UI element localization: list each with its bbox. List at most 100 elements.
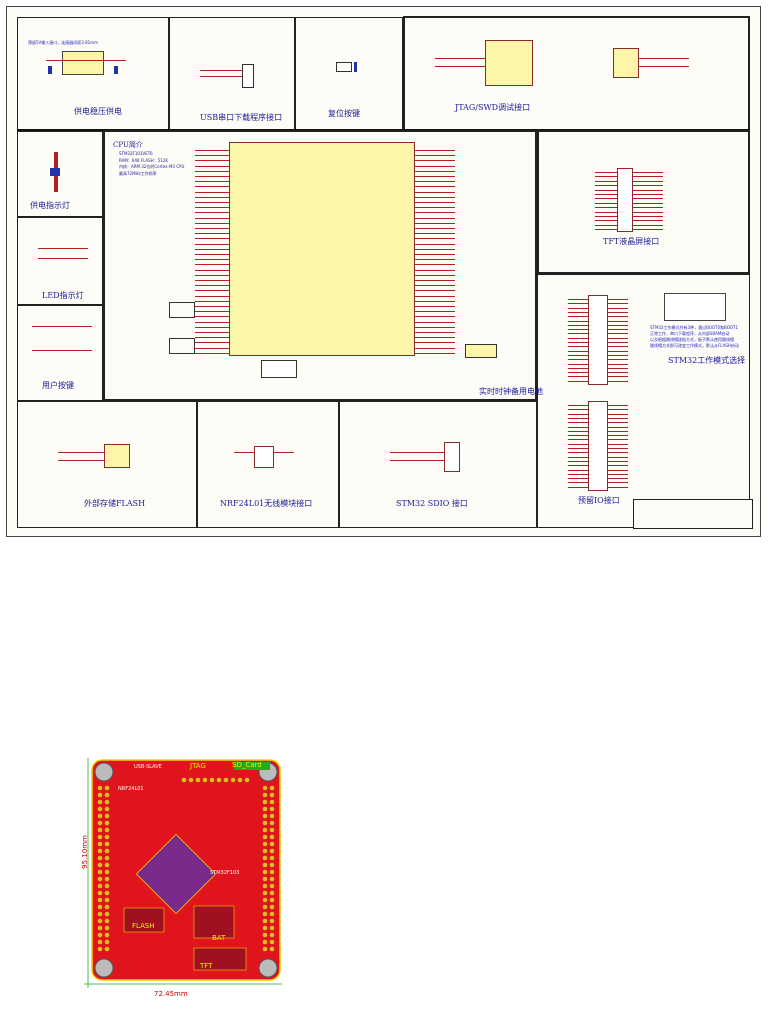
pin-line <box>195 326 229 328</box>
pin-line <box>568 439 588 441</box>
pin-line <box>568 311 588 313</box>
pcb-pin <box>104 848 110 854</box>
pin-line <box>608 439 628 441</box>
tft-connector <box>617 168 633 232</box>
pin-line <box>608 435 628 437</box>
sdio-wire <box>390 460 444 461</box>
pin-line <box>415 165 455 167</box>
mounting-hole <box>94 958 114 978</box>
pcb-tft-area <box>193 947 247 971</box>
pcb-pin <box>262 876 268 882</box>
pin-line <box>608 346 628 348</box>
power-label: 供电稳压供电 <box>74 107 122 116</box>
pcb-pin <box>104 869 110 875</box>
pin-line <box>195 228 229 229</box>
pcb-pin <box>269 785 275 791</box>
pin-line <box>608 482 628 484</box>
pin-line <box>633 216 663 217</box>
pin-line <box>415 212 455 214</box>
pin-line <box>415 316 455 318</box>
pcb-pin <box>104 932 110 938</box>
pin-line <box>608 422 628 424</box>
pcb-pin <box>262 813 268 819</box>
pcb-label-usb: USB-SLAVE <box>134 764 162 770</box>
pcb-pin <box>269 848 275 854</box>
pin-line <box>595 194 617 195</box>
pcb-pin <box>262 792 268 798</box>
pcb-label-sd: SD_Card <box>232 761 262 769</box>
pin-line <box>568 448 588 449</box>
pin-line <box>608 311 628 313</box>
pcb-flash-area <box>123 907 165 933</box>
pcb-pin <box>262 862 268 868</box>
pcb-pin <box>104 799 110 805</box>
pin-line <box>608 426 628 428</box>
pcb-pin <box>202 777 208 783</box>
cpu-part: STM32F103VET6 <box>119 151 153 156</box>
pin-line <box>595 216 617 217</box>
pcb-pin <box>97 820 103 826</box>
pin-line <box>568 376 588 378</box>
cpu-section: CPU简介 STM32F103VET6 RAM：64K FLASH：512K 内… <box>103 130 543 401</box>
pcb-pin <box>104 946 110 952</box>
pin-line <box>195 295 229 297</box>
pin-line <box>568 346 588 348</box>
pin-line <box>415 290 455 292</box>
pin-line <box>633 172 663 173</box>
led-section: LED指示灯 <box>17 217 103 305</box>
pcb-pin <box>97 855 103 861</box>
pin-line <box>608 448 628 449</box>
sdio-connector <box>444 442 460 472</box>
pcb-pin <box>269 911 275 917</box>
pin-line <box>415 332 455 333</box>
rtc-crystal <box>465 344 497 358</box>
pin-line <box>195 300 229 302</box>
pin-line <box>568 363 588 365</box>
pcb-pin <box>269 897 275 903</box>
pcb-pin <box>269 925 275 931</box>
pin-line <box>633 194 663 195</box>
pin-line <box>415 280 455 281</box>
pcb-pin <box>104 813 110 819</box>
pin-line <box>568 299 588 300</box>
pcb-pin <box>104 785 110 791</box>
mode-label: STM32工作模式选择 <box>668 356 746 365</box>
schematic-sheet: 预留5V输入接口，连接器间距3.81mm 供电稳压供电 USB串口下载程序接口 … <box>6 6 761 537</box>
pin-line <box>608 473 628 475</box>
sdio-label: STM32 SDIO 接口 <box>396 499 468 508</box>
pin-line <box>195 176 229 177</box>
key-wire <box>32 326 92 327</box>
pcb-pin <box>269 890 275 896</box>
pcb-pin <box>262 869 268 875</box>
pin-line <box>608 443 628 445</box>
pin-line <box>415 170 455 172</box>
pcb-height-dim: 95.10mm <box>80 835 89 869</box>
pin-line <box>568 456 588 458</box>
pin-line <box>608 363 628 365</box>
pin-line <box>415 233 455 235</box>
io-header-bottom <box>588 401 608 491</box>
pcb-pin <box>97 785 103 791</box>
pin-line <box>415 259 455 261</box>
pin-line <box>608 380 628 382</box>
pin-line <box>195 274 229 276</box>
pin-line <box>195 352 229 354</box>
pcb-pin <box>97 946 103 952</box>
pin-line <box>608 486 628 488</box>
pcb-pin <box>269 813 275 819</box>
pcb-pin <box>269 799 275 805</box>
pcb-pin <box>269 876 275 882</box>
pin-line <box>415 222 455 224</box>
pin-line <box>608 316 628 318</box>
pin-line <box>195 316 229 318</box>
pin-line <box>415 155 455 157</box>
pin-line <box>415 347 455 349</box>
pcb-pin <box>269 792 275 798</box>
pin-line <box>195 311 229 313</box>
pcb-pin <box>104 876 110 882</box>
pin-line <box>568 359 588 361</box>
pin-line <box>195 280 229 281</box>
pcb-pin <box>269 932 275 938</box>
pcb-pin <box>269 806 275 812</box>
pin-line <box>415 326 455 328</box>
